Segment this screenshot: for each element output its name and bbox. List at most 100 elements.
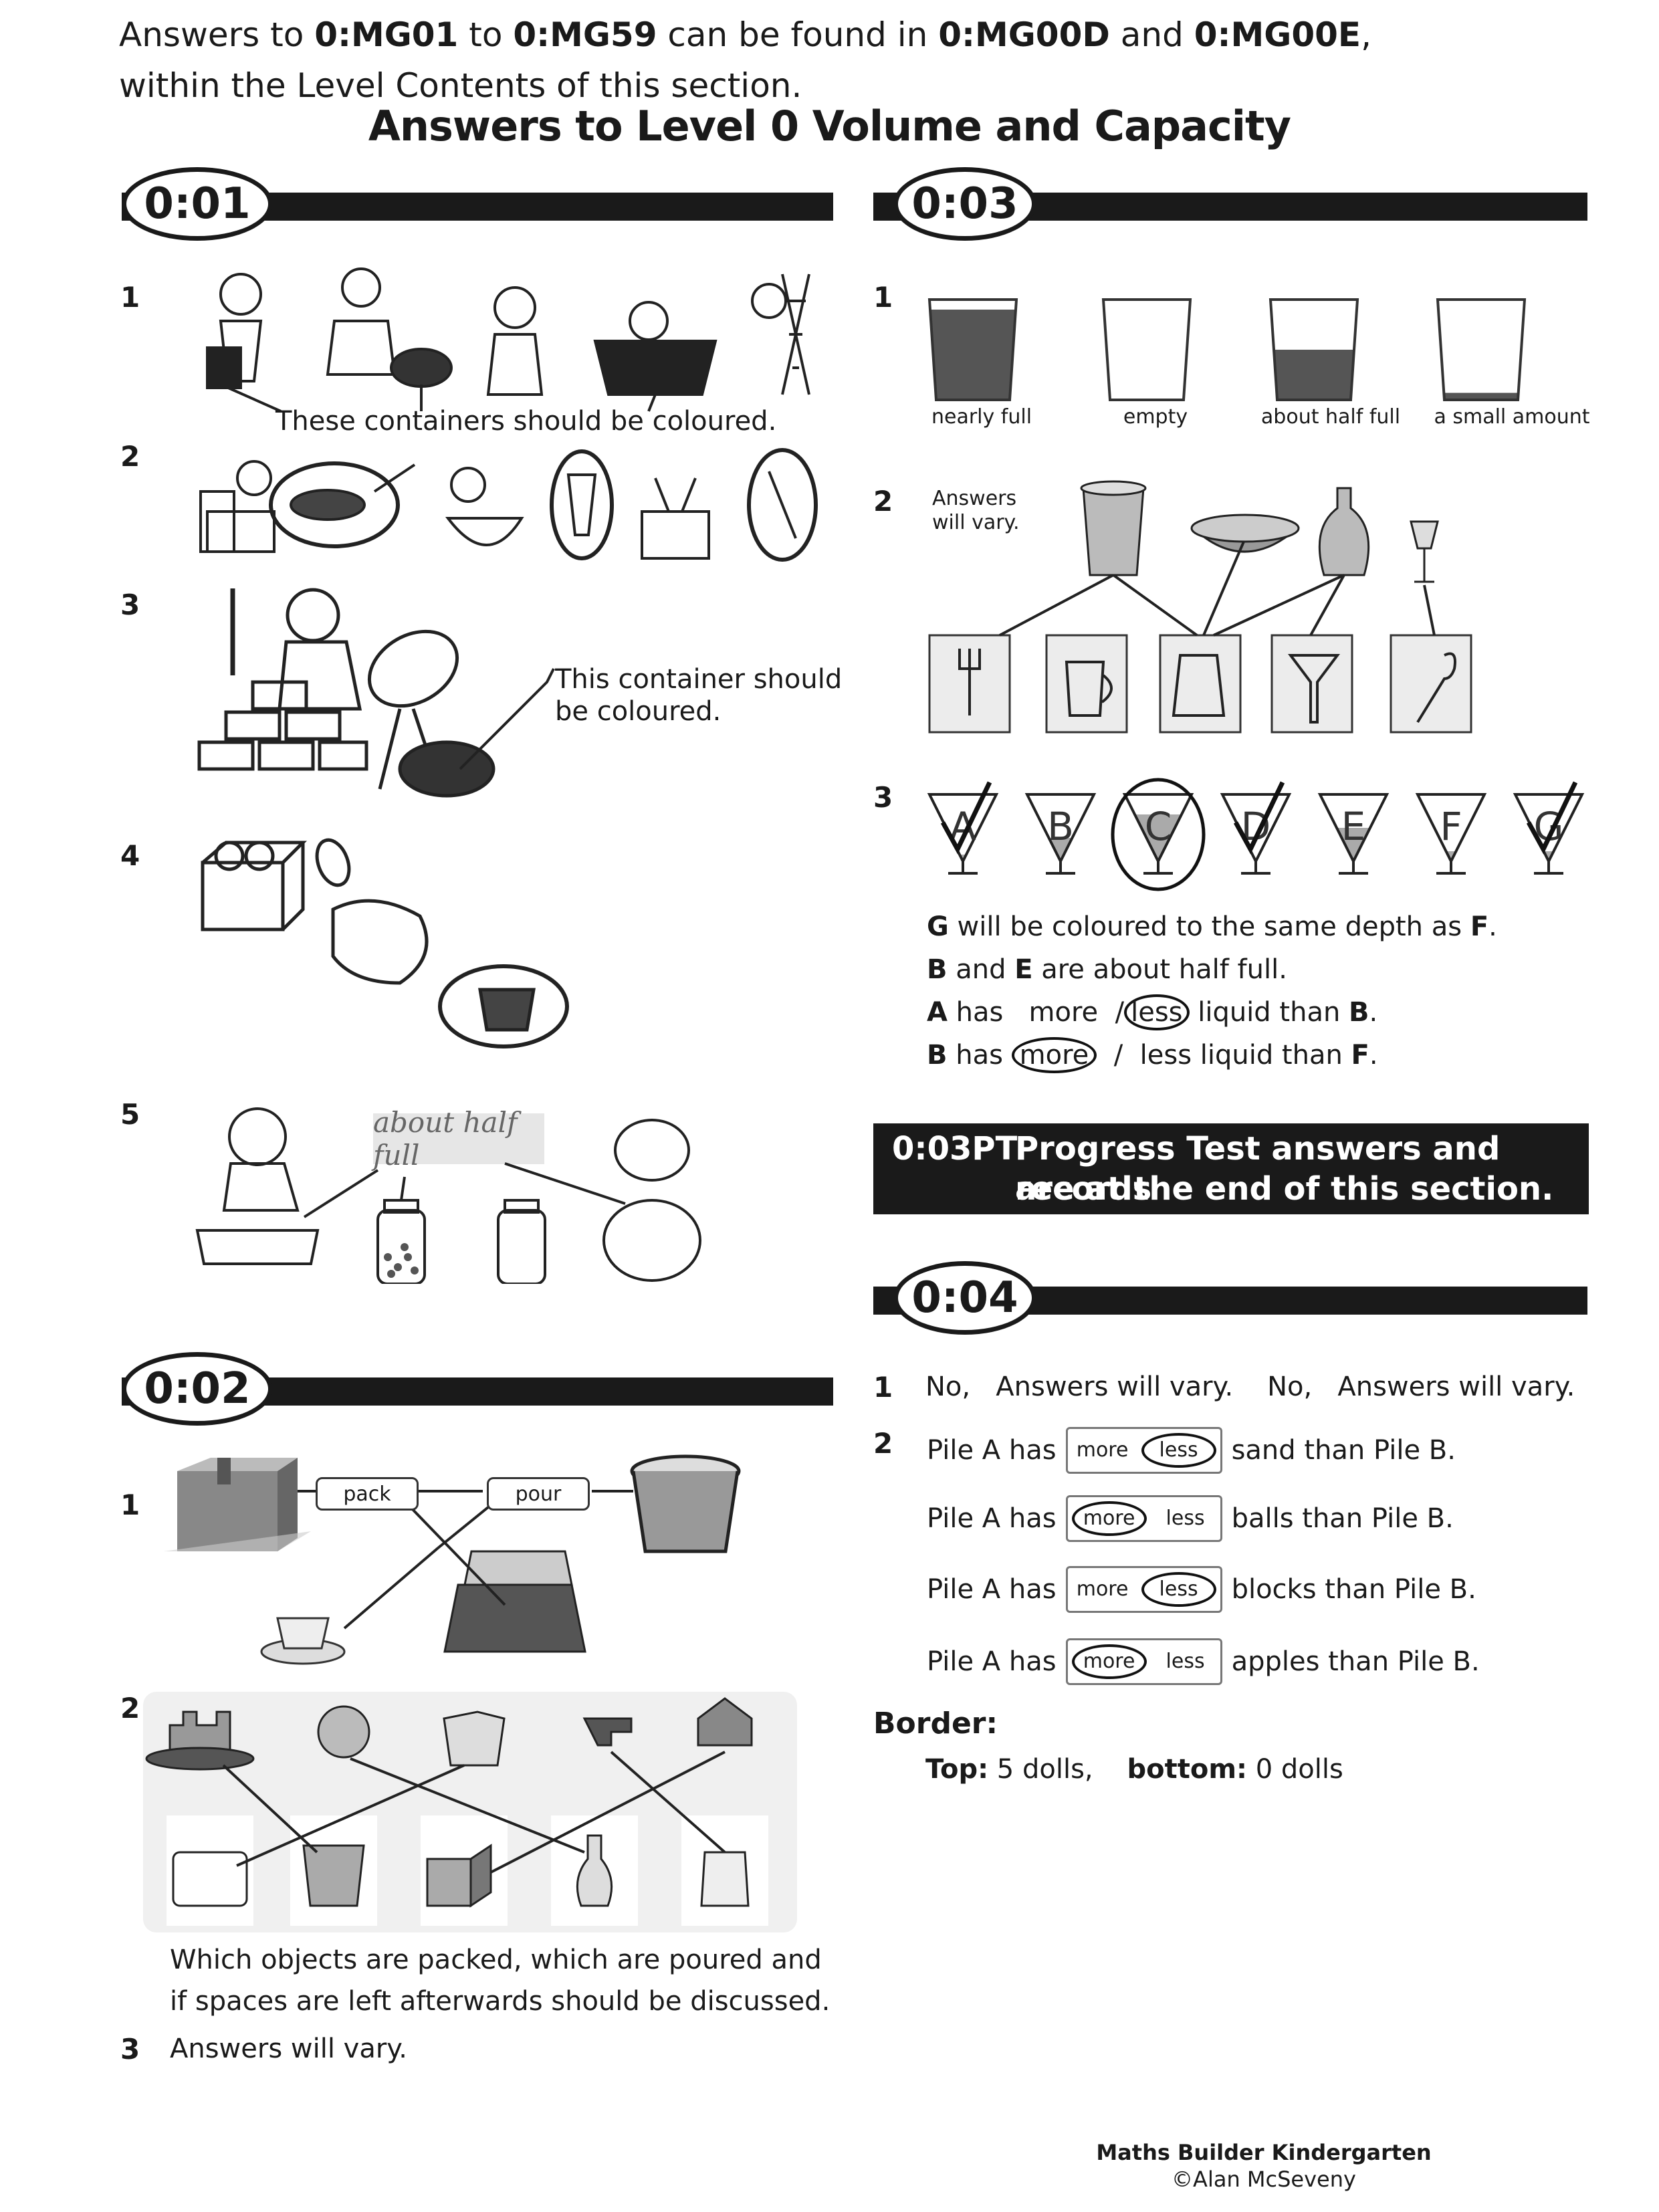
intro-code: 0:MG59 bbox=[513, 15, 657, 54]
pile-prefix: Pile A has bbox=[927, 1574, 1057, 1605]
progress-test-banner: 0:03PT Progress Test answers and records… bbox=[873, 1123, 1589, 1214]
question-number: 2 bbox=[873, 485, 893, 518]
intro-line-2: within the Level Contents of this sectio… bbox=[119, 66, 802, 105]
discussion-note: Which objects are packed, which are pour… bbox=[170, 1939, 830, 2022]
pile-suffix: balls than Pile B. bbox=[1231, 1503, 1454, 1534]
glass-liquid bbox=[930, 310, 1016, 400]
pile-row: Pile A has more less blocks than Pile B. bbox=[927, 1566, 1476, 1613]
cone-stand bbox=[1534, 861, 1563, 875]
cone bbox=[1122, 793, 1194, 865]
question-number: 4 bbox=[120, 839, 140, 872]
section-label-0-02: 0:02 bbox=[122, 1352, 273, 1426]
cone-stand bbox=[1046, 861, 1075, 875]
intro-code: 0:MG01 bbox=[314, 15, 459, 54]
cone-letter: C bbox=[1145, 804, 1172, 849]
discussion-note-line: if spaces are left afterwards should be … bbox=[170, 1986, 831, 2017]
footer-copyright: ©Alan McSeveny bbox=[1172, 2167, 1356, 2192]
answers-vary-line: will vary. bbox=[932, 511, 1020, 534]
footer-title: Maths Builder Kindergarten bbox=[1096, 2140, 1432, 2165]
cone-liquid bbox=[1337, 828, 1370, 861]
cone bbox=[1317, 793, 1390, 865]
statement-text: will be coloured to the same depth as bbox=[948, 911, 1470, 942]
option-slash: / bbox=[1115, 997, 1125, 1028]
option-less: less bbox=[1141, 1572, 1216, 1607]
question-number: 1 bbox=[120, 1488, 140, 1521]
cone bbox=[1415, 793, 1487, 865]
intro-part: Answers to bbox=[119, 15, 315, 54]
pack-pour-matching-illustration bbox=[164, 1454, 741, 1665]
pack-label: pack bbox=[316, 1477, 419, 1511]
tick-mark-icon bbox=[1233, 781, 1285, 855]
statement-text: are about half full. bbox=[1032, 954, 1287, 985]
glass-label: about half full bbox=[1260, 405, 1401, 429]
progress-test-line-2: are at the end of this section. bbox=[1015, 1170, 1554, 1208]
cone-liquid bbox=[1048, 838, 1073, 861]
option-more: more bbox=[1076, 1577, 1129, 1601]
statement-letter: B bbox=[927, 1040, 948, 1071]
intro-part: and bbox=[1109, 15, 1194, 54]
answer-circle bbox=[1111, 778, 1206, 891]
pile-suffix: blocks than Pile B. bbox=[1231, 1574, 1476, 1605]
statement-a: A has more /less liquid than B. bbox=[927, 994, 1378, 1030]
cone-stand bbox=[1339, 861, 1368, 875]
discussion-note-line: Which objects are packed, which are pour… bbox=[170, 1945, 822, 1975]
pile-prefix: Pile A has bbox=[927, 1503, 1057, 1534]
statement-text: and bbox=[947, 954, 1015, 985]
question-number: 3 bbox=[873, 781, 893, 814]
cone-letter: E bbox=[1341, 804, 1366, 849]
cone-liquid bbox=[1135, 814, 1182, 861]
cone-stand bbox=[1143, 861, 1173, 875]
statement-text: . bbox=[1369, 1040, 1378, 1071]
border-bottom-label: bottom: bbox=[1127, 1754, 1247, 1785]
question-number: 5 bbox=[120, 1098, 140, 1131]
statement-letter: F bbox=[1351, 1040, 1369, 1071]
border-answer: Top: 5 dolls, bottom: 0 dolls bbox=[925, 1753, 1343, 1785]
option-more: more bbox=[1076, 1438, 1129, 1462]
pour-label: pour bbox=[487, 1477, 590, 1511]
pile-prefix: Pile A has bbox=[927, 1435, 1057, 1466]
statement-text: has bbox=[947, 997, 1012, 1028]
statement-b: B has more / less liquid than F. bbox=[927, 1037, 1378, 1073]
glasses-illustration bbox=[927, 298, 1527, 401]
statement-letter: G bbox=[927, 911, 949, 942]
cone-stand bbox=[1436, 861, 1466, 875]
option-less: less bbox=[1141, 1433, 1216, 1468]
intro-part: can be found in bbox=[657, 15, 939, 54]
intro-text: Answers to 0:MG01 to 0:MG59 can be found… bbox=[119, 9, 1371, 111]
statement-text: . bbox=[1369, 997, 1378, 1028]
glass bbox=[1436, 298, 1527, 401]
question-number: 1 bbox=[120, 281, 140, 314]
answer-vary: Answers will vary. bbox=[1337, 1371, 1575, 1402]
glass-liquid bbox=[1444, 393, 1519, 400]
option-less: less bbox=[1139, 1040, 1192, 1071]
section-label-0-03: 0:03 bbox=[893, 167, 1036, 241]
glass-label: empty bbox=[1123, 405, 1188, 429]
option-more: more bbox=[1028, 997, 1099, 1028]
container-note-line-1: This container should bbox=[555, 664, 843, 695]
cone-stand bbox=[948, 861, 978, 875]
statement-text: has bbox=[947, 1040, 1012, 1071]
cone bbox=[1024, 793, 1097, 865]
option-less-circled: less bbox=[1124, 994, 1190, 1030]
containers-and-utensils-matching bbox=[928, 480, 1472, 734]
cone-letter: F bbox=[1440, 804, 1462, 849]
statement-letter: F bbox=[1470, 911, 1489, 942]
statement-text: . bbox=[1488, 911, 1497, 942]
answers-vary-line: Answers bbox=[932, 487, 1017, 510]
statement-text: liquid than bbox=[1189, 997, 1349, 1028]
pile-suffix: apples than Pile B. bbox=[1231, 1646, 1480, 1677]
cone-letter: B bbox=[1047, 804, 1074, 849]
question-number: 1 bbox=[873, 281, 893, 314]
page-title: Answers to Level 0 Volume and Capacity bbox=[368, 102, 1291, 150]
glass-label: a small amount bbox=[1434, 405, 1590, 429]
option-less: less bbox=[1166, 1650, 1205, 1673]
intro-part: , bbox=[1361, 15, 1371, 54]
option-more-circled: more bbox=[1011, 1037, 1097, 1073]
answer-vary: Answers will vary. bbox=[996, 1371, 1234, 1402]
question-number: 3 bbox=[120, 588, 140, 621]
builder-cement-mixer-illustration bbox=[197, 588, 555, 798]
question-number: 2 bbox=[120, 440, 140, 473]
